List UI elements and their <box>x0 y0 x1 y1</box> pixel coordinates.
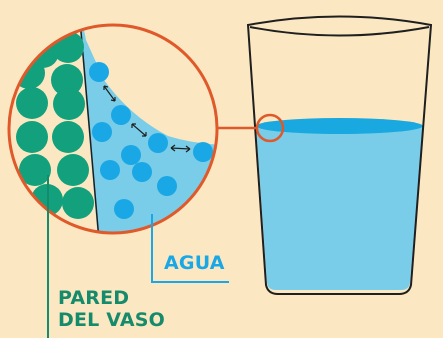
water-molecule <box>89 62 109 82</box>
water-surface <box>256 118 423 134</box>
glass-wall-label-line1: PARED <box>58 287 130 309</box>
glass-wall-line <box>79 25 100 233</box>
glass-rim <box>249 26 430 37</box>
wall-molecule <box>16 87 48 119</box>
water-molecule <box>92 122 112 142</box>
zoom-view <box>7 23 219 235</box>
double-arrow-icon <box>103 85 116 102</box>
water-molecule <box>148 133 168 153</box>
callout <box>217 113 285 143</box>
glass <box>246 15 433 295</box>
zoom-ring <box>7 23 219 235</box>
glass-wall-label: PARED DEL VASO <box>58 287 165 331</box>
wall-molecule <box>62 187 94 219</box>
wall-molecule <box>57 154 89 186</box>
water-molecule <box>157 176 177 196</box>
water-molecule <box>121 145 141 165</box>
glass-wall-label-line2: DEL VASO <box>58 309 166 331</box>
double-arrow-icon <box>170 144 191 153</box>
water-molecule <box>114 199 134 219</box>
water-molecule <box>100 160 120 180</box>
glass-water <box>256 126 423 290</box>
double-arrow-icon <box>131 123 147 137</box>
wall-molecule <box>19 154 51 186</box>
water-molecule <box>193 142 213 162</box>
water-label-leader <box>151 214 229 283</box>
water-molecule <box>111 105 131 125</box>
wall-molecule <box>52 121 84 153</box>
glass-outline <box>246 15 433 295</box>
water-molecules <box>89 62 213 219</box>
wall-molecule <box>16 121 48 153</box>
attraction-arrows <box>103 85 191 153</box>
wall-molecule <box>51 64 83 96</box>
label-leaders <box>47 175 229 338</box>
water-molecule <box>132 162 152 182</box>
wall-molecule <box>53 88 85 120</box>
water-label: AGUA <box>164 252 225 274</box>
